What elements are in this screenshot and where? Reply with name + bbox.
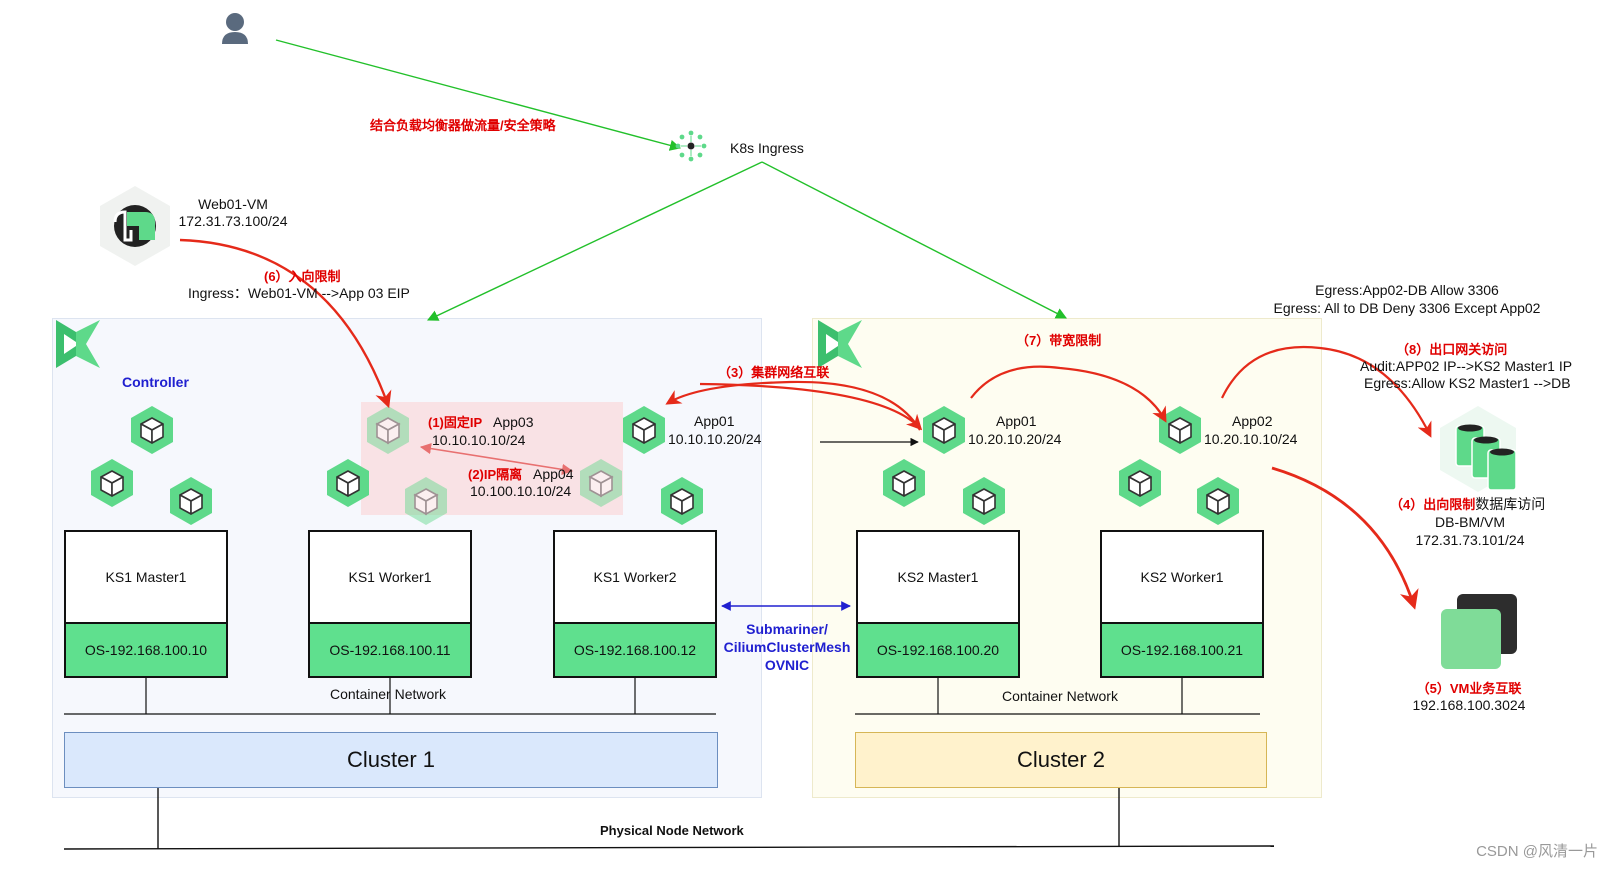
app04-ip: 10.100.10.10/24 <box>470 483 572 499</box>
flow-egress-limit <box>1271 466 1419 610</box>
submariner-label-3: OVNIC <box>764 657 810 673</box>
pod-icon <box>326 458 370 508</box>
node-os: OS-192.168.100.20 <box>858 622 1018 676</box>
app02-ip: 10.20.10.10/24 <box>1204 431 1298 447</box>
node-ks1-worker2: KS1 Worker2 OS-192.168.100.12 <box>553 530 717 678</box>
app03-name: App03 <box>493 414 534 430</box>
vm-icon <box>1441 594 1517 669</box>
node-ks2-worker1: KS2 Worker1 OS-192.168.100.21 <box>1100 530 1264 678</box>
node-name: KS1 Worker1 <box>348 569 432 585</box>
app04-name: App04 <box>533 466 574 482</box>
bandwidth-limit-label: （7）带宽限制 <box>1016 333 1102 348</box>
flow-ingress-to-cluster1 <box>426 161 763 321</box>
ip-isolation-label: (2)IP隔离 <box>468 467 523 482</box>
db-ip: 172.31.73.101/24 <box>1415 532 1525 548</box>
pod-icon-app01-c2 <box>922 405 966 455</box>
ingress-hub-icon <box>675 130 707 162</box>
node-ks1-master1: KS1 Master1 OS-192.168.100.10 <box>64 530 228 678</box>
pod-icon <box>882 458 926 508</box>
node-ks1-worker1: KS1 Worker1 OS-192.168.100.11 <box>308 530 472 678</box>
db-name: DB-BM/VM <box>1435 514 1505 530</box>
watermark: CSDN @风清一片 <box>1476 843 1598 860</box>
pod-icon <box>130 405 174 455</box>
egress-limit-row: （4）出向限制数据库访问 <box>1390 496 1545 513</box>
egress-rule-2: Egress: All to DB Deny 3306 Except App02 <box>1273 300 1541 316</box>
pod-icon-app04 <box>579 458 623 508</box>
app01-c1-name: App01 <box>694 413 735 429</box>
app01-c2-ip: 10.20.10.20/24 <box>968 431 1062 447</box>
node-os: OS-192.168.100.11 <box>310 622 470 676</box>
egress-rule-3: Egress:Allow KS2 Master1 -->DB <box>1364 375 1571 391</box>
node-os: OS-192.168.100.10 <box>66 622 226 676</box>
node-name: KS2 Worker1 <box>1140 569 1224 585</box>
database-icon <box>1440 406 1517 492</box>
pod-icon <box>169 476 213 526</box>
flow-ingress-limit <box>179 238 392 409</box>
vm-interconnect-label: （5）VM业务互联 <box>1416 681 1522 696</box>
pod-icon <box>90 458 134 508</box>
submariner-label-1: Submariner/ <box>746 621 828 637</box>
pod-icon-app01-c1 <box>622 405 666 455</box>
node-os: OS-192.168.100.21 <box>1102 622 1262 676</box>
flow-bandwidth-limit <box>970 365 1167 423</box>
pod-icon <box>660 476 704 526</box>
pod-icon <box>1118 458 1162 508</box>
physical-network-label: Physical Node Network <box>600 823 744 838</box>
flow-user-to-ingress <box>275 39 682 151</box>
ingress-limit-title: (6）入向限制 <box>264 269 341 284</box>
flow-cluster-interconnect-b <box>699 382 923 431</box>
kubesphere-logo-cluster1 <box>56 320 100 368</box>
pod-icon <box>962 476 1006 526</box>
user-icon <box>222 13 248 44</box>
app01-c2-name: App01 <box>996 413 1037 429</box>
node-name: KS1 Worker2 <box>593 569 677 585</box>
controller-label: Controller <box>122 374 189 390</box>
node-os: OS-192.168.100.12 <box>555 622 715 676</box>
app01-c1-ip: 10.10.10.20/24 <box>668 431 762 447</box>
submariner-label-2: CiliumClusterMesh <box>723 639 851 655</box>
flow-ingress-to-cluster2 <box>761 161 1067 319</box>
db-access-label: 数据库访问 <box>1475 496 1546 512</box>
ingress-label: K8s Ingress <box>730 140 804 156</box>
container-network-label-c2: Container Network <box>1002 688 1118 704</box>
web-vm-name: Web01-VM <box>198 196 268 212</box>
pod-icon-app02 <box>1158 405 1202 455</box>
pod-icon-app03 <box>366 405 410 455</box>
flow-egress-gateway <box>1221 346 1432 438</box>
ingress-limit-rule: Ingress：Web01-VM -->App 03 EIP <box>188 285 410 301</box>
vm-logo-icon <box>100 186 170 266</box>
kubesphere-logo-cluster2 <box>818 320 862 368</box>
node-name: KS1 Master1 <box>105 569 187 585</box>
web-vm-ip: 172.31.73.100/24 <box>178 213 288 229</box>
vm-ip: 192.168.100.3024 <box>1412 697 1526 713</box>
pod-icon <box>1196 476 1240 526</box>
node-name: KS2 Master1 <box>897 569 979 585</box>
egress-rule-1: Egress:App02-DB Allow 3306 <box>1315 282 1499 298</box>
node-ks2-master1: KS2 Master1 OS-192.168.100.20 <box>856 530 1020 678</box>
flow-ip-isolation <box>419 443 574 475</box>
pod-icon <box>404 476 448 526</box>
container-network-label-c1: Container Network <box>330 686 446 702</box>
flow-cluster-interconnect-a <box>665 380 921 431</box>
gateway-access-label: （8）出口网关访问 <box>1396 342 1508 357</box>
container-network-cluster1 <box>64 676 716 715</box>
physical-node-network-line <box>63 787 1275 850</box>
app03-ip: 10.10.10.10/24 <box>432 432 526 448</box>
cluster2-box: Cluster 2 <box>855 732 1267 788</box>
audit-rule: Audit:APP02 IP-->KS2 Master1 IP <box>1360 358 1573 374</box>
fixed-ip-label: (1)固定IP <box>428 415 483 430</box>
egress-limit-label: （4）出向限制 <box>1390 497 1476 512</box>
container-network-cluster2 <box>855 676 1260 715</box>
app02-name: App02 <box>1232 413 1273 429</box>
ingress-policy-note: 结合负载均衡器做流量/安全策略 <box>370 118 556 133</box>
cluster1-box: Cluster 1 <box>64 732 718 788</box>
cluster-interconnect-label: （3）集群网络互联 <box>718 365 830 380</box>
